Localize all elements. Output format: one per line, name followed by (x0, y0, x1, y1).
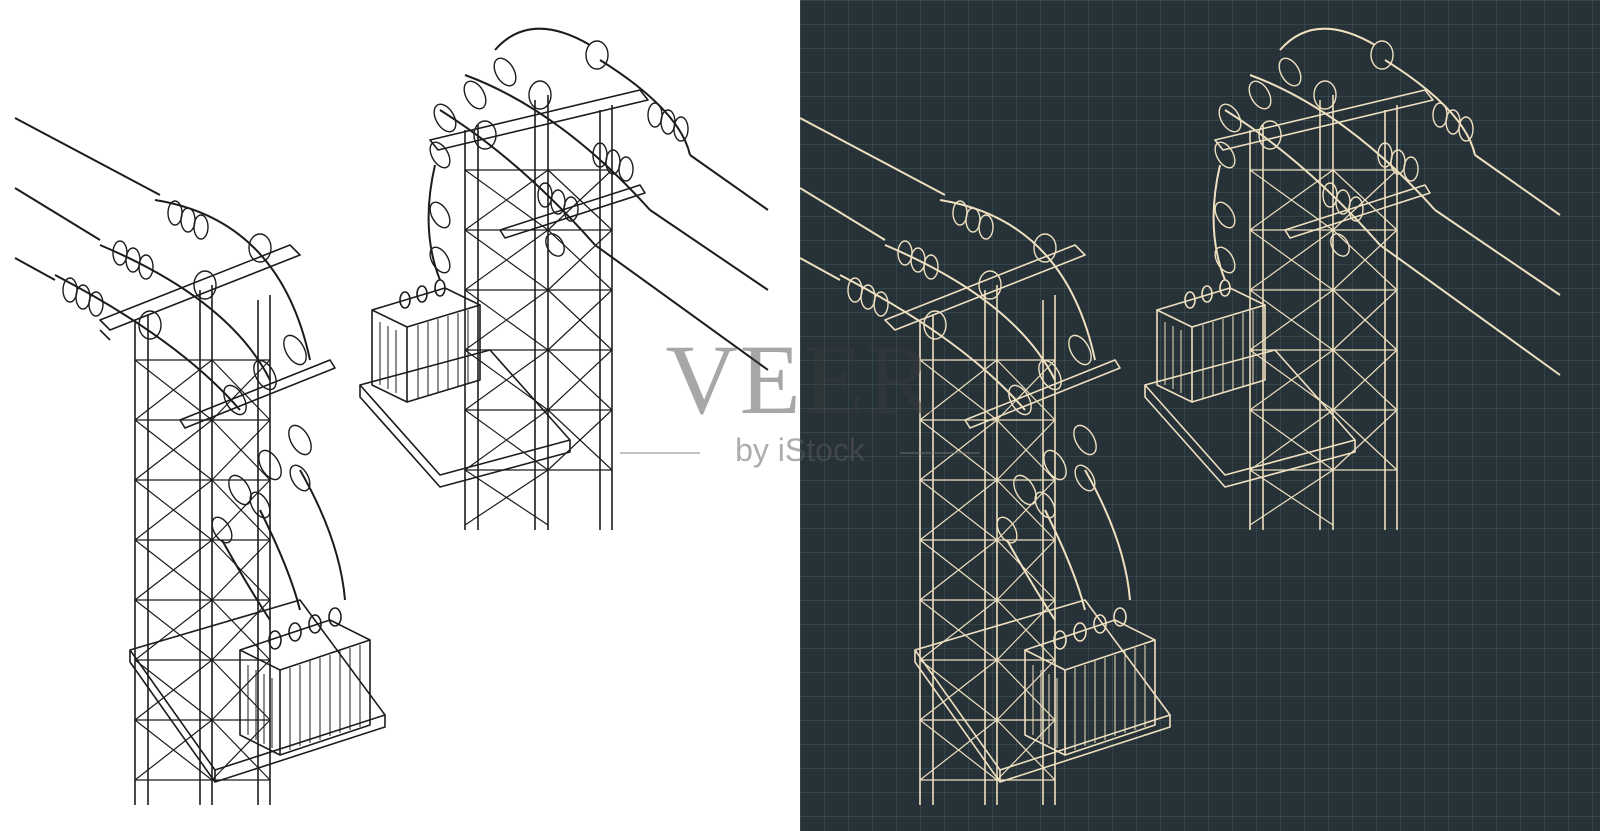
front-lattice-tower-dark (884, 244, 1171, 805)
front-jumper-wires (54, 199, 346, 621)
back-insulators-dark (1214, 40, 1474, 274)
back-transformer-dark (1156, 279, 1266, 403)
tower-drawing-dark (800, 27, 1561, 805)
back-lattice-tower-dark (1144, 89, 1434, 530)
front-transformer-dark (1024, 607, 1156, 756)
dark-blueprint-panel (800, 0, 1600, 831)
dark-drawing (800, 27, 1561, 805)
back-jumper-wires (427, 27, 691, 281)
back-power-lines-dark (1379, 154, 1561, 376)
front-power-lines (14, 117, 161, 281)
back-power-lines (594, 154, 769, 371)
back-lattice-tower (359, 89, 649, 530)
light-blueprint-panel (14, 27, 769, 805)
front-lattice-tower (99, 244, 386, 805)
back-jumper-wires-dark (1212, 27, 1476, 281)
light-drawing (14, 27, 769, 805)
front-transformer (239, 607, 371, 756)
front-insulator-strings-dark (847, 200, 1097, 544)
tower-drawing-light (14, 27, 769, 805)
back-transformer (371, 279, 481, 403)
front-insulator-strings (62, 200, 272, 340)
front-jumper-wires-dark (839, 199, 1131, 621)
front-cutouts (211, 334, 312, 544)
front-power-lines-dark (800, 117, 946, 281)
